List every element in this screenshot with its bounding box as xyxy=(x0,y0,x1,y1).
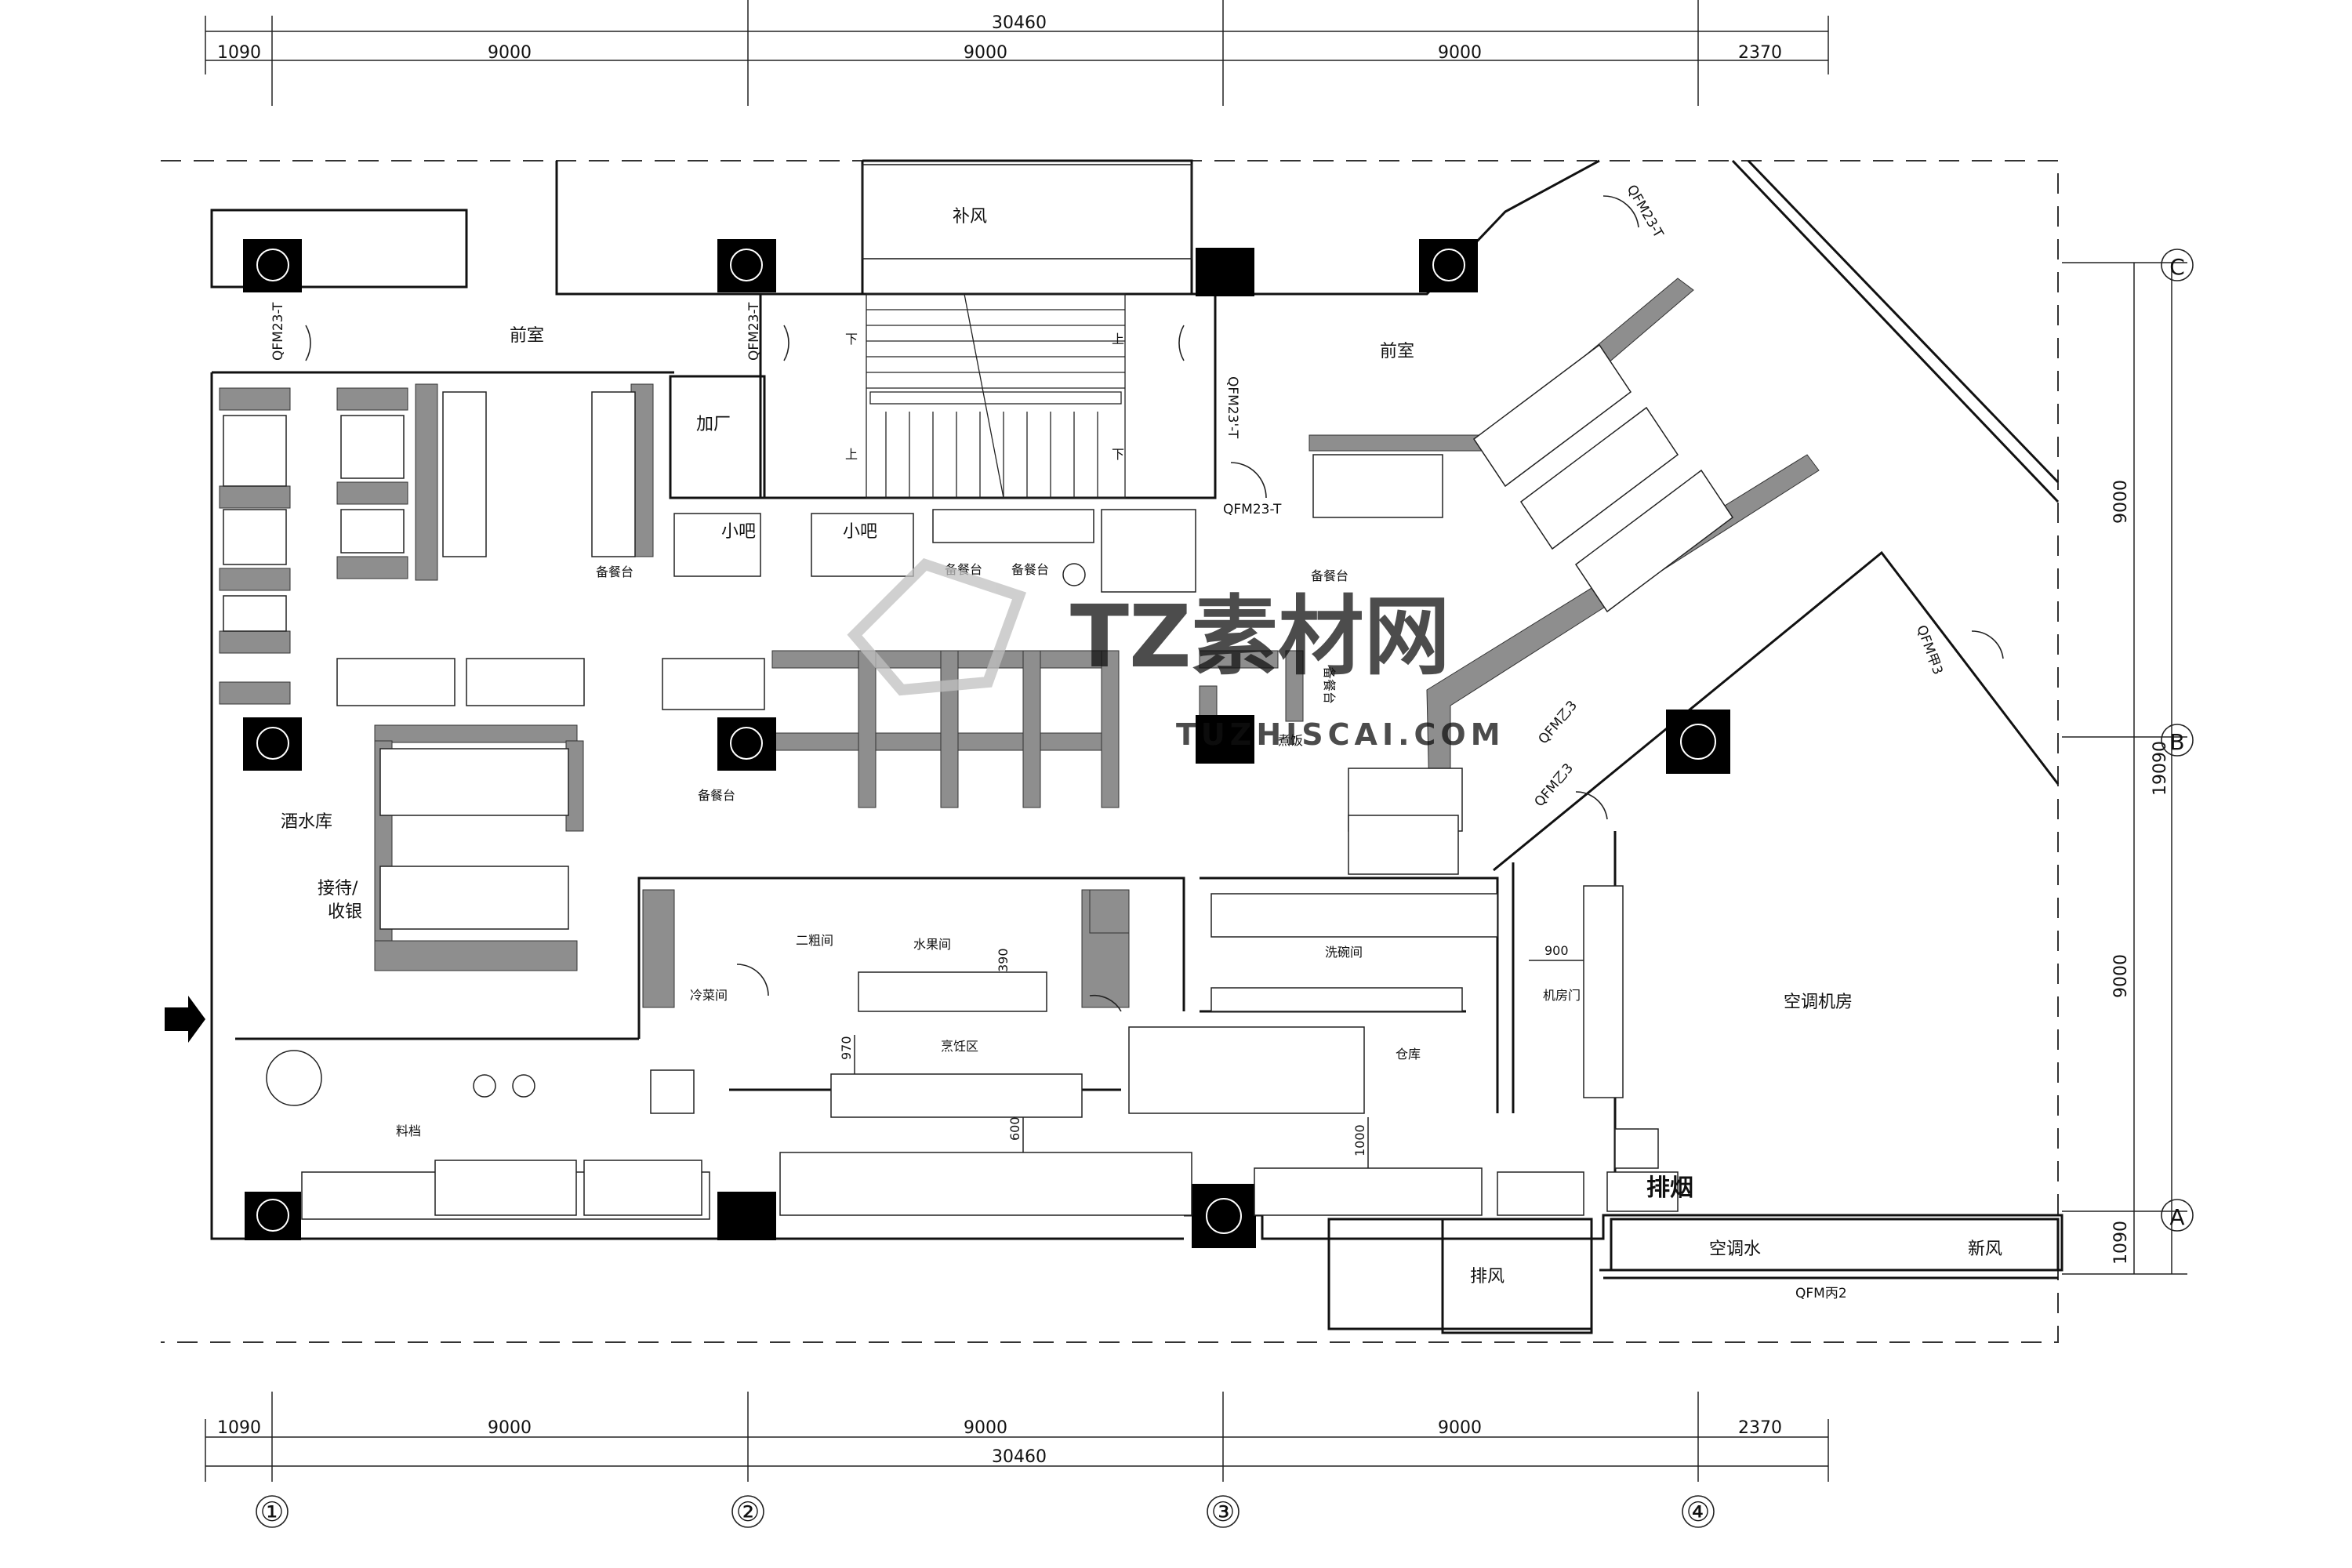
axis-label-c: C xyxy=(2169,254,2185,280)
label-wine-store: 酒水库 xyxy=(281,812,332,832)
axis-label-b: B xyxy=(2169,729,2184,755)
door-code-4: QFM23-T xyxy=(1223,502,1282,517)
label-prep-mid-2: 备餐台 xyxy=(1011,562,1049,577)
top-dimension-seg-5: 2370 xyxy=(1738,43,1782,63)
bottom-dimension-chain: 1090 9000 9000 9000 2370 30460 xyxy=(205,1392,1829,1482)
axis-label-4: ④ xyxy=(1686,1497,1710,1528)
inner-dim-600: 600 xyxy=(1007,1116,1022,1141)
label-stair-down-1: 下 xyxy=(845,332,858,347)
watermark-brand: TZ素材网 xyxy=(1070,586,1450,687)
room-labels: 补风 前室 前室 酒水库 接待/ 收银 加厂 小吧 小吧 备餐台 备餐台 备餐台… xyxy=(281,207,2002,1287)
label-front-room-left: 前室 xyxy=(510,326,544,346)
bottom-total-dimension: 30460 xyxy=(992,1447,1047,1467)
building-boundary xyxy=(161,160,2059,1343)
doors xyxy=(305,195,2004,1012)
label-smoke-exhaust: 排烟 xyxy=(1646,1174,1693,1202)
top-dimension-seg-2: 9000 xyxy=(488,43,532,63)
label-hot-kitchen: 烹饪区 xyxy=(941,1039,978,1054)
kitchen-equipment xyxy=(301,885,1679,1220)
label-cashier: 收银 xyxy=(328,902,362,922)
right-dimension-chain: 9000 9000 1090 19090 xyxy=(2062,262,2187,1275)
inner-dimensions: 900 970 600 1000 390 xyxy=(839,943,1584,1168)
right-dimension-seg-2: 9000 xyxy=(2111,954,2131,998)
label-fruit-room: 水果间 xyxy=(913,937,951,952)
door-code-3: QFM23'-T xyxy=(1225,376,1240,439)
inner-dim-970: 970 xyxy=(839,1036,854,1060)
inner-dim-900: 900 xyxy=(1544,943,1569,958)
label-second-rough: 二粗间 xyxy=(796,933,833,948)
label-raw-material: 料档 xyxy=(396,1123,421,1138)
label-stair-up-1: 上 xyxy=(1112,332,1124,347)
label-rice: 煮饭 xyxy=(1278,733,1303,748)
top-dimension-seg-4: 9000 xyxy=(1438,43,1482,63)
label-supply-air: 补风 xyxy=(953,207,987,227)
label-prep-bottom: 备餐台 xyxy=(698,788,735,803)
door-code-5: QFM23-T xyxy=(1624,183,1667,241)
staircase xyxy=(866,293,1126,499)
label-exhaust-air: 排风 xyxy=(1470,1267,1504,1287)
inner-dim-390: 390 xyxy=(996,948,1011,972)
watermark-url: TUZHISCAI.COM xyxy=(1176,717,1505,752)
entrance-arrow-icon: 入口 xyxy=(165,996,205,1043)
bottom-dimension-seg-2: 9000 xyxy=(488,1418,532,1438)
axis-label-3: ③ xyxy=(1211,1497,1235,1528)
label-storage: 仓库 xyxy=(1396,1047,1421,1062)
right-dimension-seg-1: 9000 xyxy=(2111,480,2131,524)
label-bar-2: 小吧 xyxy=(843,522,877,542)
watermark: TZ素材网 TUZHISCAI.COM xyxy=(847,557,1505,752)
door-code-7: QFM乙3 xyxy=(1536,698,1581,747)
top-dimension-seg-3: 9000 xyxy=(964,43,1007,63)
bottom-dimension-seg-5: 2370 xyxy=(1738,1418,1782,1438)
label-reception: 接待/ xyxy=(318,879,358,898)
bottom-dimension-seg-4: 9000 xyxy=(1438,1418,1482,1438)
top-total-dimension: 30460 xyxy=(992,13,1047,33)
label-dish-washing: 洗碗间 xyxy=(1325,945,1363,960)
label-prep-right: 备餐台 xyxy=(1311,568,1348,583)
label-cold-dish: 冷菜间 xyxy=(690,988,728,1003)
axis-label-2: ② xyxy=(736,1497,760,1528)
label-ac-water: 空调水 xyxy=(1709,1240,1761,1259)
bottom-dimension-seg-3: 9000 xyxy=(964,1418,1007,1438)
label-add-room: 加厂 xyxy=(696,415,731,434)
door-code-9: QFM丙2 xyxy=(1795,1286,1847,1301)
right-dimension-seg-3: 1090 xyxy=(2111,1221,2131,1265)
axis-label-1: ① xyxy=(260,1497,284,1528)
inner-dim-1000: 1000 xyxy=(1352,1124,1367,1156)
axis-label-a: A xyxy=(2169,1204,2184,1230)
door-code-8: QFM乙3 xyxy=(1532,760,1577,810)
label-front-room-right: 前室 xyxy=(1380,342,1414,361)
top-dimension-seg-1: 1090 xyxy=(217,43,261,63)
top-dimension-chain: 30460 1090 9000 9000 9000 2370 xyxy=(205,0,1829,106)
main-walls xyxy=(210,159,2063,1334)
label-utility-door: 机房门 xyxy=(1543,988,1581,1003)
label-stair-down-2: 下 xyxy=(1112,447,1124,462)
dining-furniture xyxy=(223,343,1734,1190)
right-total-dimension: 19090 xyxy=(2151,741,2170,796)
watermark-logo-icon xyxy=(847,557,1027,696)
label-ac-room: 空调机房 xyxy=(1784,993,1853,1012)
door-code-1: QFM23-T xyxy=(270,302,286,361)
label-bar-1: 小吧 xyxy=(721,522,756,542)
structural-columns xyxy=(243,239,1730,1248)
label-prep-vertical: 备餐台 xyxy=(1322,666,1337,704)
door-code-2: QFM23-T xyxy=(746,302,762,361)
grid-axis-bubbles: ① ② ③ ④ C B A xyxy=(256,249,2194,1528)
label-stair-up-2: 上 xyxy=(845,447,858,462)
label-fresh-air: 新风 xyxy=(1968,1240,2002,1259)
label-prep-left: 备餐台 xyxy=(596,564,633,579)
bottom-dimension-seg-1: 1090 xyxy=(217,1418,261,1438)
